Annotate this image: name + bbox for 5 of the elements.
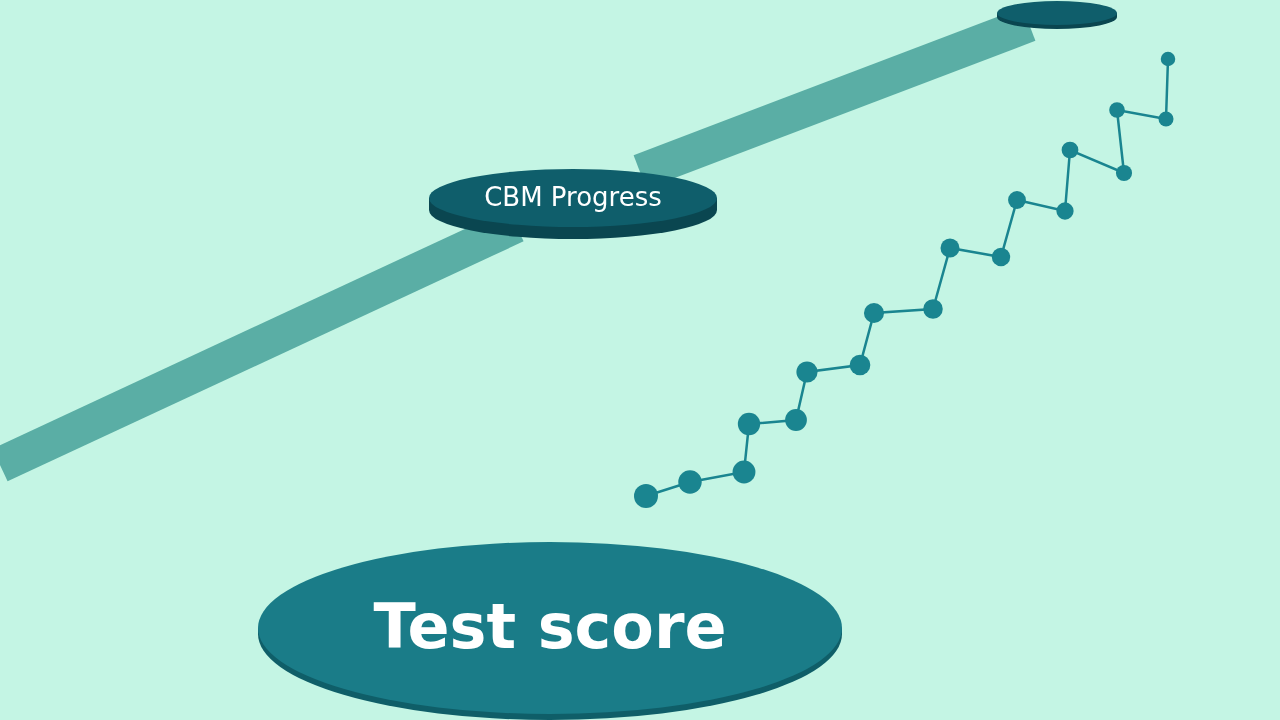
disc-platform — [997, 1, 1117, 29]
disc-label: CBM Progress — [483, 181, 663, 212]
disc-platform — [429, 169, 717, 239]
disc-label: Test score — [372, 589, 728, 663]
disc-platform — [258, 542, 842, 720]
